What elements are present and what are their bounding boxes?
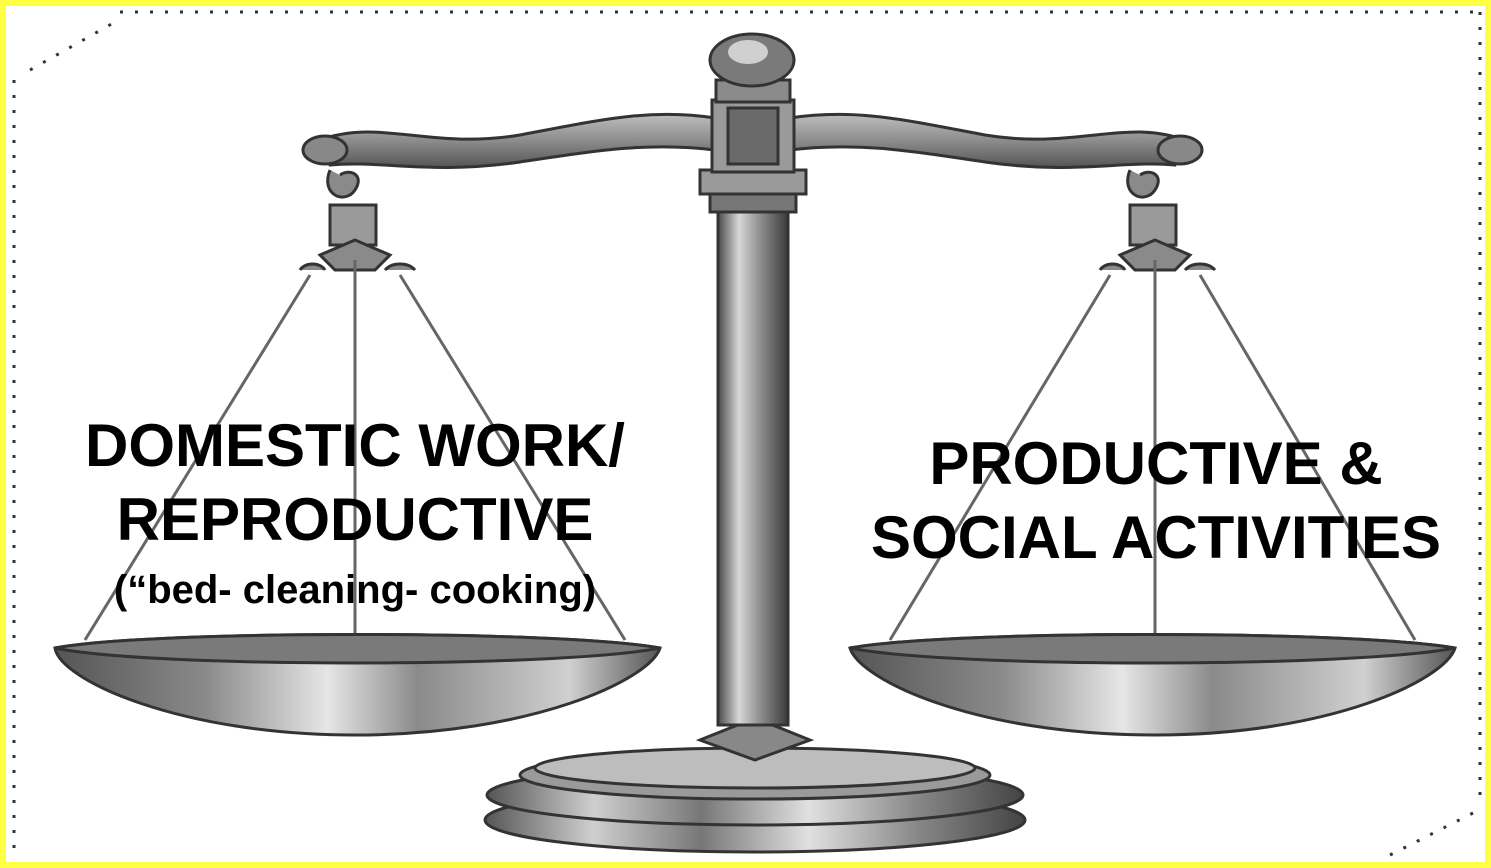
right-pan-label-line2: SOCIAL ACTIVITIES (870, 504, 1442, 571)
left-pan-label-line1: DOMESTIC WORK/ (85, 412, 625, 479)
scale-pillar (698, 168, 808, 727)
left-hanger (298, 169, 417, 272)
scale-base (483, 746, 1027, 854)
scale-finial (708, 32, 796, 174)
right-pan-label-line1: PRODUCTIVE & (929, 430, 1383, 497)
dotted-border (12, 10, 1482, 860)
right-pan (848, 633, 1457, 737)
left-pan (53, 633, 662, 737)
left-pan-label-line2: REPRODUCTIVE (116, 486, 594, 553)
pan-strings (83, 260, 1417, 680)
scale-beam (318, 112, 717, 169)
left-pan-label-line3: (“bed- cleaning- cooking) (113, 568, 597, 612)
right-hanger (1098, 169, 1217, 272)
